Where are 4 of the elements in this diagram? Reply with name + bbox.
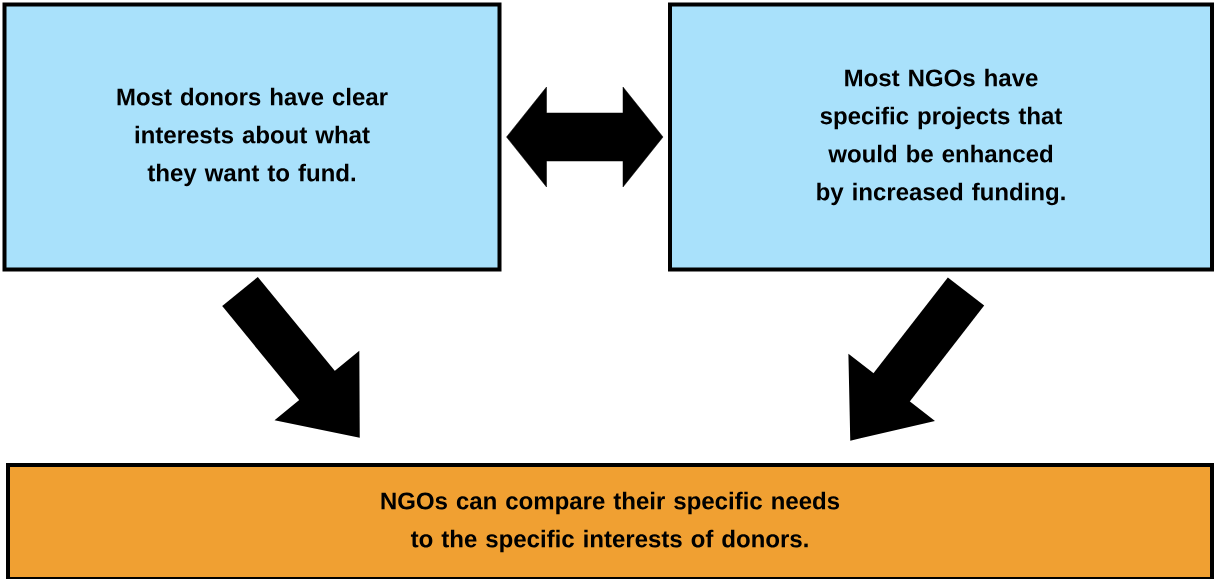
- block-arrow: [506, 86, 664, 188]
- text-box: NGOs can compare their specific needs to the specific interests of donors.: [6, 463, 1214, 579]
- text-box: Most donors have clear interests about what they want to fund.: [2, 2, 502, 272]
- text-box: Most NGOs have specific projects that would be enhanced by increased funding.: [668, 2, 1214, 272]
